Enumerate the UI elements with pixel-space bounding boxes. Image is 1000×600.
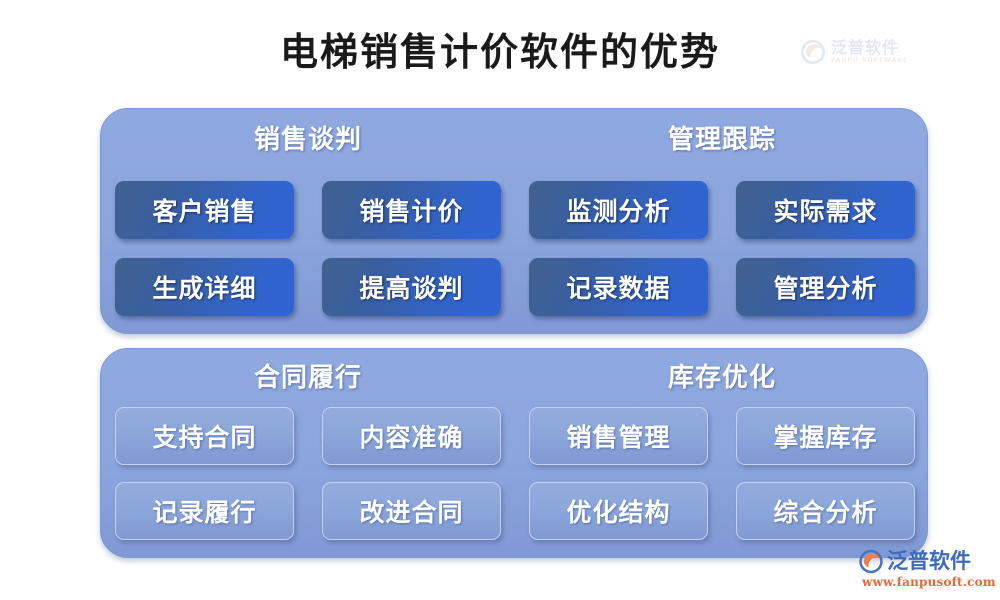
tile-sales-pricing[interactable]: 销售计价	[322, 181, 501, 239]
tile-cell: 改进合同	[308, 482, 515, 540]
tile-row: 记录履行 改进合同 优化结构 综合分析	[101, 482, 929, 540]
tile-cell: 记录数据	[515, 258, 722, 316]
tile-cell: 销售管理	[515, 407, 722, 465]
tile-cell: 销售计价	[308, 181, 515, 239]
tile-row: 生成详细 提高谈判 记录数据 管理分析	[101, 258, 929, 316]
tile-monitoring-analysis[interactable]: 监测分析	[529, 181, 708, 239]
tile-cell: 生成详细	[101, 258, 308, 316]
tile-actual-demand[interactable]: 实际需求	[736, 181, 915, 239]
tile-record-performance[interactable]: 记录履行	[115, 482, 294, 540]
tile-cell: 优化结构	[515, 482, 722, 540]
tile-cell: 提高谈判	[308, 258, 515, 316]
tile-customer-sales[interactable]: 客户销售	[115, 181, 294, 239]
tile-improve-negotiation[interactable]: 提高谈判	[322, 258, 501, 316]
tile-grasp-inventory[interactable]: 掌握库存	[736, 407, 915, 465]
page-title: 电梯销售计价软件的优势	[279, 29, 720, 74]
tile-cell: 记录履行	[101, 482, 308, 540]
tile-improve-contract[interactable]: 改进合同	[322, 482, 501, 540]
tile-support-contract[interactable]: 支持合同	[115, 407, 294, 465]
tile-row: 支持合同 内容准确 销售管理 掌握库存	[101, 407, 929, 465]
panel-sales-and-management: 销售谈判 管理跟踪 客户销售 销售计价 监测分析 实际需求 生成详细 提高谈判	[100, 108, 928, 334]
tile-cell: 客户销售	[101, 181, 308, 239]
group-heading-inventory-optimization: 库存优化	[667, 363, 776, 393]
tile-generate-details[interactable]: 生成详细	[115, 258, 294, 316]
panel-contract-and-inventory: 合同履行 库存优化 支持合同 内容准确 销售管理 掌握库存 记录履行 改进合同	[100, 348, 928, 558]
fanpu-swoosh-icon	[858, 549, 884, 574]
brand-logo-cn: 泛普软件	[887, 549, 971, 573]
tile-accurate-content[interactable]: 内容准确	[322, 407, 501, 465]
group-heading-sales-negotiation: 销售谈判	[253, 125, 362, 155]
watermark-logo: 泛普软件 FANPU SOFTWARE	[800, 32, 930, 72]
tile-comprehensive-analysis[interactable]: 综合分析	[736, 482, 915, 540]
tile-sales-management[interactable]: 销售管理	[529, 407, 708, 465]
brand-logo-url: www.fanpusoft.com	[862, 575, 996, 589]
watermark-logo-en: FANPU SOFTWARE	[831, 57, 909, 64]
group-heading-management-tracking: 管理跟踪	[667, 125, 776, 155]
tile-cell: 监测分析	[515, 181, 722, 239]
tile-row: 客户销售 销售计价 监测分析 实际需求	[101, 181, 929, 239]
tile-cell: 综合分析	[722, 482, 929, 540]
tile-cell: 支持合同	[101, 407, 308, 465]
tile-management-analysis[interactable]: 管理分析	[736, 258, 915, 316]
brand-logo: 泛普软件 www.fanpusoft.com	[858, 548, 1000, 592]
tile-cell: 掌握库存	[722, 407, 929, 465]
tile-cell: 内容准确	[308, 407, 515, 465]
group-heading-contract-performance: 合同履行	[253, 363, 362, 393]
tile-cell: 实际需求	[722, 181, 929, 239]
watermark-logo-cn: 泛普软件	[831, 38, 900, 57]
tile-optimize-structure[interactable]: 优化结构	[529, 482, 708, 540]
tile-cell: 管理分析	[722, 258, 929, 316]
fanpu-swoosh-icon	[800, 39, 826, 65]
tile-record-data[interactable]: 记录数据	[529, 258, 708, 316]
